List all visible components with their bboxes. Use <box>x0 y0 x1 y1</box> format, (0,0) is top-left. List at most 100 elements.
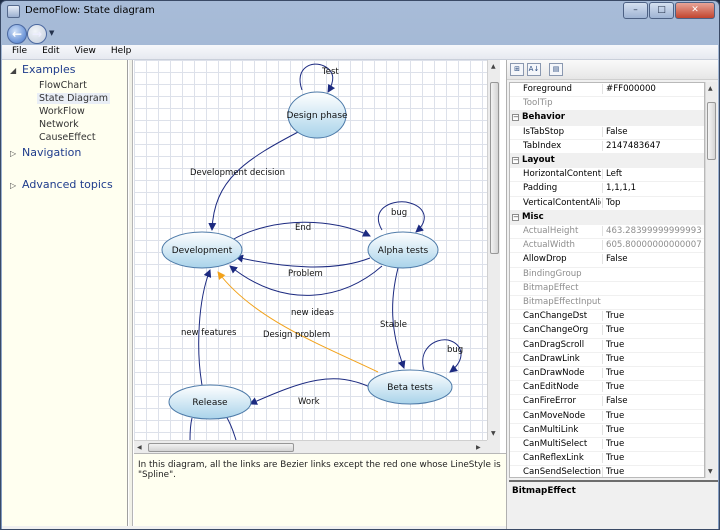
scroll-up-icon[interactable]: ▲ <box>491 63 496 70</box>
link-test[interactable] <box>299 63 336 93</box>
diagram-canvas[interactable]: Test Development decision End bug Proble… <box>134 60 487 440</box>
property-value[interactable]: True <box>602 453 704 464</box>
scroll-down-icon[interactable]: ▼ <box>708 468 713 475</box>
link-work[interactable] <box>249 378 373 405</box>
tree-item-flowchart[interactable]: FlowChart <box>39 80 87 91</box>
link-problem[interactable] <box>235 254 371 268</box>
property-value[interactable]: True <box>602 410 704 421</box>
scroll-right-icon[interactable]: ▶ <box>476 444 481 451</box>
collapse-icon[interactable]: − <box>512 212 519 221</box>
close-button[interactable]: ✕ <box>675 2 715 19</box>
property-scroll-thumb[interactable] <box>707 102 716 160</box>
property-value[interactable]: True <box>602 311 704 322</box>
link-new-features[interactable] <box>198 269 212 386</box>
property-row[interactable]: BitmapEffect <box>510 282 704 296</box>
property-value[interactable]: True <box>602 353 704 364</box>
property-value[interactable]: False <box>602 254 704 265</box>
maximize-button[interactable]: □ <box>649 2 674 19</box>
link-stable[interactable] <box>392 267 406 369</box>
link-bug-alpha[interactable] <box>377 201 425 233</box>
property-value[interactable]: False <box>602 396 704 407</box>
property-value[interactable]: Top <box>602 197 704 208</box>
collapse-icon[interactable]: − <box>512 113 519 122</box>
back-button[interactable]: ← <box>7 24 27 44</box>
property-row[interactable]: BindingGroup <box>510 268 704 282</box>
property-category[interactable]: −Behavior <box>510 111 704 126</box>
tree-item-state-diagram[interactable]: State Diagram <box>37 93 110 104</box>
node-design-phase[interactable]: Design phase <box>286 91 348 139</box>
collapsed-arrow-icon[interactable]: ▷ <box>10 149 17 158</box>
property-value[interactable]: 463.28399999999993 <box>602 226 704 236</box>
property-category[interactable]: −Misc <box>510 210 704 225</box>
property-pages-icon[interactable]: ▤ <box>549 63 563 76</box>
property-row[interactable]: ToolTip <box>510 97 704 112</box>
categorized-icon[interactable]: ⊞ <box>510 63 524 76</box>
scroll-up-icon[interactable]: ▲ <box>708 85 713 92</box>
vertical-scroll-thumb[interactable] <box>490 82 499 254</box>
alphabetical-sort-icon[interactable]: A↓ <box>527 63 541 76</box>
tree-splitter[interactable] <box>129 60 133 526</box>
link-development-decision[interactable] <box>208 129 303 231</box>
property-row[interactable]: BitmapEffectInput <box>510 296 704 311</box>
diagram-horizontal-scrollbar[interactable]: ◀ ▶ <box>134 440 487 453</box>
link-end[interactable] <box>231 221 371 241</box>
collapse-icon[interactable]: − <box>512 156 519 164</box>
scroll-left-icon[interactable]: ◀ <box>137 444 142 451</box>
property-value[interactable]: True <box>602 439 704 449</box>
property-category[interactable]: −Layout <box>510 154 704 169</box>
menu-file[interactable]: File <box>12 46 28 56</box>
collapsed-arrow-icon[interactable]: ▷ <box>10 181 17 190</box>
property-value[interactable]: 1,1,1,1 <box>602 183 704 194</box>
node-alpha-tests[interactable]: Alpha tests <box>367 231 439 269</box>
node-beta-tests[interactable]: Beta tests <box>367 369 453 405</box>
property-value[interactable]: True <box>602 325 704 336</box>
link-design-problem[interactable] <box>217 271 379 373</box>
node-release[interactable]: Release <box>168 384 252 420</box>
tree-item-causeeffect[interactable]: CauseEffect <box>39 132 96 143</box>
history-dropdown-icon[interactable]: ▼ <box>49 29 55 37</box>
property-value[interactable]: True <box>602 382 704 393</box>
title-bar[interactable]: DemoFlow: State diagram – □ ✕ <box>1 1 719 23</box>
expanded-arrow-icon[interactable]: ◢ <box>10 66 17 75</box>
node-development[interactable]: Development <box>161 231 243 269</box>
menu-help[interactable]: Help <box>110 46 132 56</box>
property-value[interactable]: True <box>602 339 704 350</box>
forward-button[interactable]: → <box>27 24 47 44</box>
tree-node-navigation[interactable]: ▷Navigation <box>10 146 82 159</box>
property-value[interactable]: 605.80000000000007 <box>602 240 704 251</box>
horizontal-scroll-thumb[interactable] <box>148 443 294 452</box>
tree-node-examples[interactable]: ◢Examples <box>10 63 76 76</box>
property-value[interactable]: True <box>602 424 704 435</box>
tree-node-advanced-topics[interactable]: ▷Advanced topics <box>10 178 113 191</box>
diagram-vertical-scrollbar[interactable]: ▲ ▼ <box>487 60 500 440</box>
tree-item-network[interactable]: Network <box>39 119 79 130</box>
property-vertical-scrollbar[interactable]: ▲ ▼ <box>705 82 717 478</box>
minimize-button[interactable]: – <box>623 2 648 19</box>
property-value[interactable]: 2147483647 <box>602 140 704 151</box>
tree-item-workflow[interactable]: WorkFlow <box>39 106 85 117</box>
property-value[interactable]: Left <box>602 169 704 180</box>
menu-edit[interactable]: Edit <box>42 46 60 56</box>
property-value[interactable]: #FF000000 <box>602 84 704 94</box>
property-row[interactable]: Foreground#FF000000 <box>510 83 704 98</box>
link-bug-beta[interactable] <box>422 339 462 373</box>
property-value[interactable]: True <box>602 467 704 477</box>
